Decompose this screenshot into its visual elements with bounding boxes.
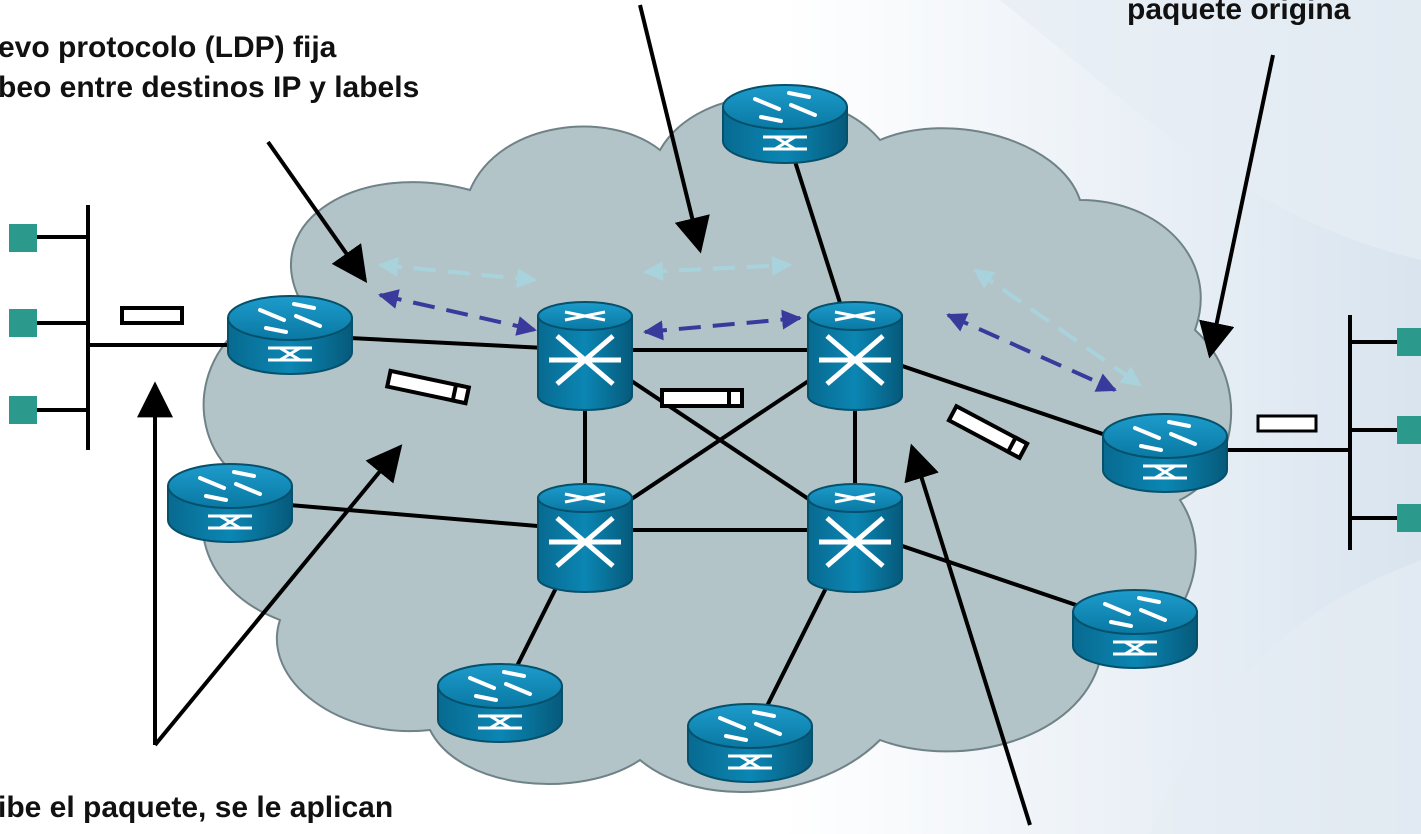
host-icon [9,396,37,424]
crossconnect-x-icon [819,516,891,568]
router-bottom-1 [437,663,563,743]
switch-arrows-icon [728,754,772,770]
right-lan [1348,315,1421,550]
crossconnect-x-icon [549,334,621,386]
left-lan [9,205,90,450]
router-left-lower [167,463,293,543]
bottom-left-label: ibe el paquete, se le aplican [0,791,394,824]
switch-arrows-icon [1143,464,1187,480]
switch-3 [537,483,633,593]
background-swirl [1150,560,1421,834]
ldp-arrow-light [378,256,537,289]
ldp-label-line1: evo protocolo (LDP) fija [0,31,337,64]
router-arrows-icon [564,310,606,322]
router-arrows-icon [718,710,782,742]
router-arrows-icon [753,91,817,123]
router-top [722,84,848,164]
labeled-packet-icon [384,368,472,406]
ldp-label-line2: beo entre destinos IP y labels [0,71,420,104]
router-arrows-icon [468,670,532,702]
callout-arrows [137,4,1275,826]
switch-arrows-icon [1113,640,1157,656]
router-arrows-icon [834,492,876,504]
switch-4 [807,483,903,593]
crossconnect-x-icon [549,516,621,568]
router-right-lower [1072,589,1198,669]
router-arrows-icon [1103,596,1167,628]
switch-1 [537,301,633,411]
ldp-sessions [378,255,1142,392]
devices [167,84,1228,783]
host-icon [1397,328,1421,356]
router-right-edge [1102,413,1228,493]
host-icon [1397,416,1421,444]
labeled-packet-icon [660,388,744,408]
switch-arrows-icon [268,346,312,362]
ldp-arrow-dark [643,309,802,341]
router-arrows-icon [564,492,606,504]
host-icon [9,309,37,337]
labeled-packet-icon [946,403,1030,461]
switch-2 [807,301,903,411]
ldp-arrow-dark [378,289,537,336]
background-swirl [1000,0,1421,260]
ldp-arrow-light [643,255,792,282]
switch-arrows-icon [478,714,522,730]
router-left-edge [227,295,353,375]
crossconnect-x-icon [819,334,891,386]
router-arrows-icon [834,310,876,322]
switch-arrows-icon [208,514,252,530]
router-arrows-icon [198,470,262,502]
top-right-label: paquete origina [1127,0,1351,26]
packet-icon [1256,414,1318,433]
switch-arrows-icon [763,135,807,151]
router-arrows-icon [1133,420,1197,452]
packet-icon [120,306,184,325]
host-icon [9,224,37,252]
host-icon [1397,504,1421,532]
router-bottom-2 [687,703,813,783]
router-arrows-icon [258,302,322,334]
packets [120,306,1318,461]
